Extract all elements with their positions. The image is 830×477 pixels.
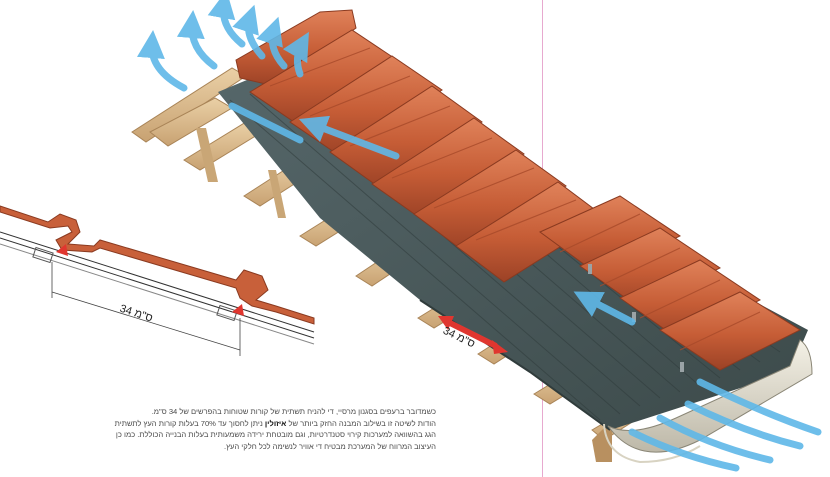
brand-name: איזולין (264, 418, 287, 428)
caption-line-2-start: הודות לשיטה זו בשילוב המבנה החזק ביותר ש… (286, 418, 436, 428)
caption-line-3: הגג בהשוואה למערכות קירוי סטנדרטיות, וגם… (115, 430, 436, 439)
caption-line-2-end: ניתן לחסוך עד 70% בעלות קורות העץ לתשתית (114, 418, 265, 428)
description-caption: כשמדובר ברעפים בסגנון מרסיי, די להניח תש… (115, 406, 436, 452)
caption-line-4: העיצוב המרווח של המערכת מבטיח די אוויר ל… (224, 441, 436, 451)
roof-tiles (235, 9, 802, 372)
caption-line-1: כשמדובר ברעפים בסגנון מרסיי, די להניח תש… (151, 407, 436, 416)
airflow-arrows (136, 0, 822, 472)
spacing-label-small: 34 ס"מ (118, 303, 154, 325)
caption-line-2: הודות לשיטה זו בשילוב המבנה החזק ביותר ש… (115, 418, 436, 430)
cross-section-diagram: 34 ס"מ (0, 205, 315, 356)
